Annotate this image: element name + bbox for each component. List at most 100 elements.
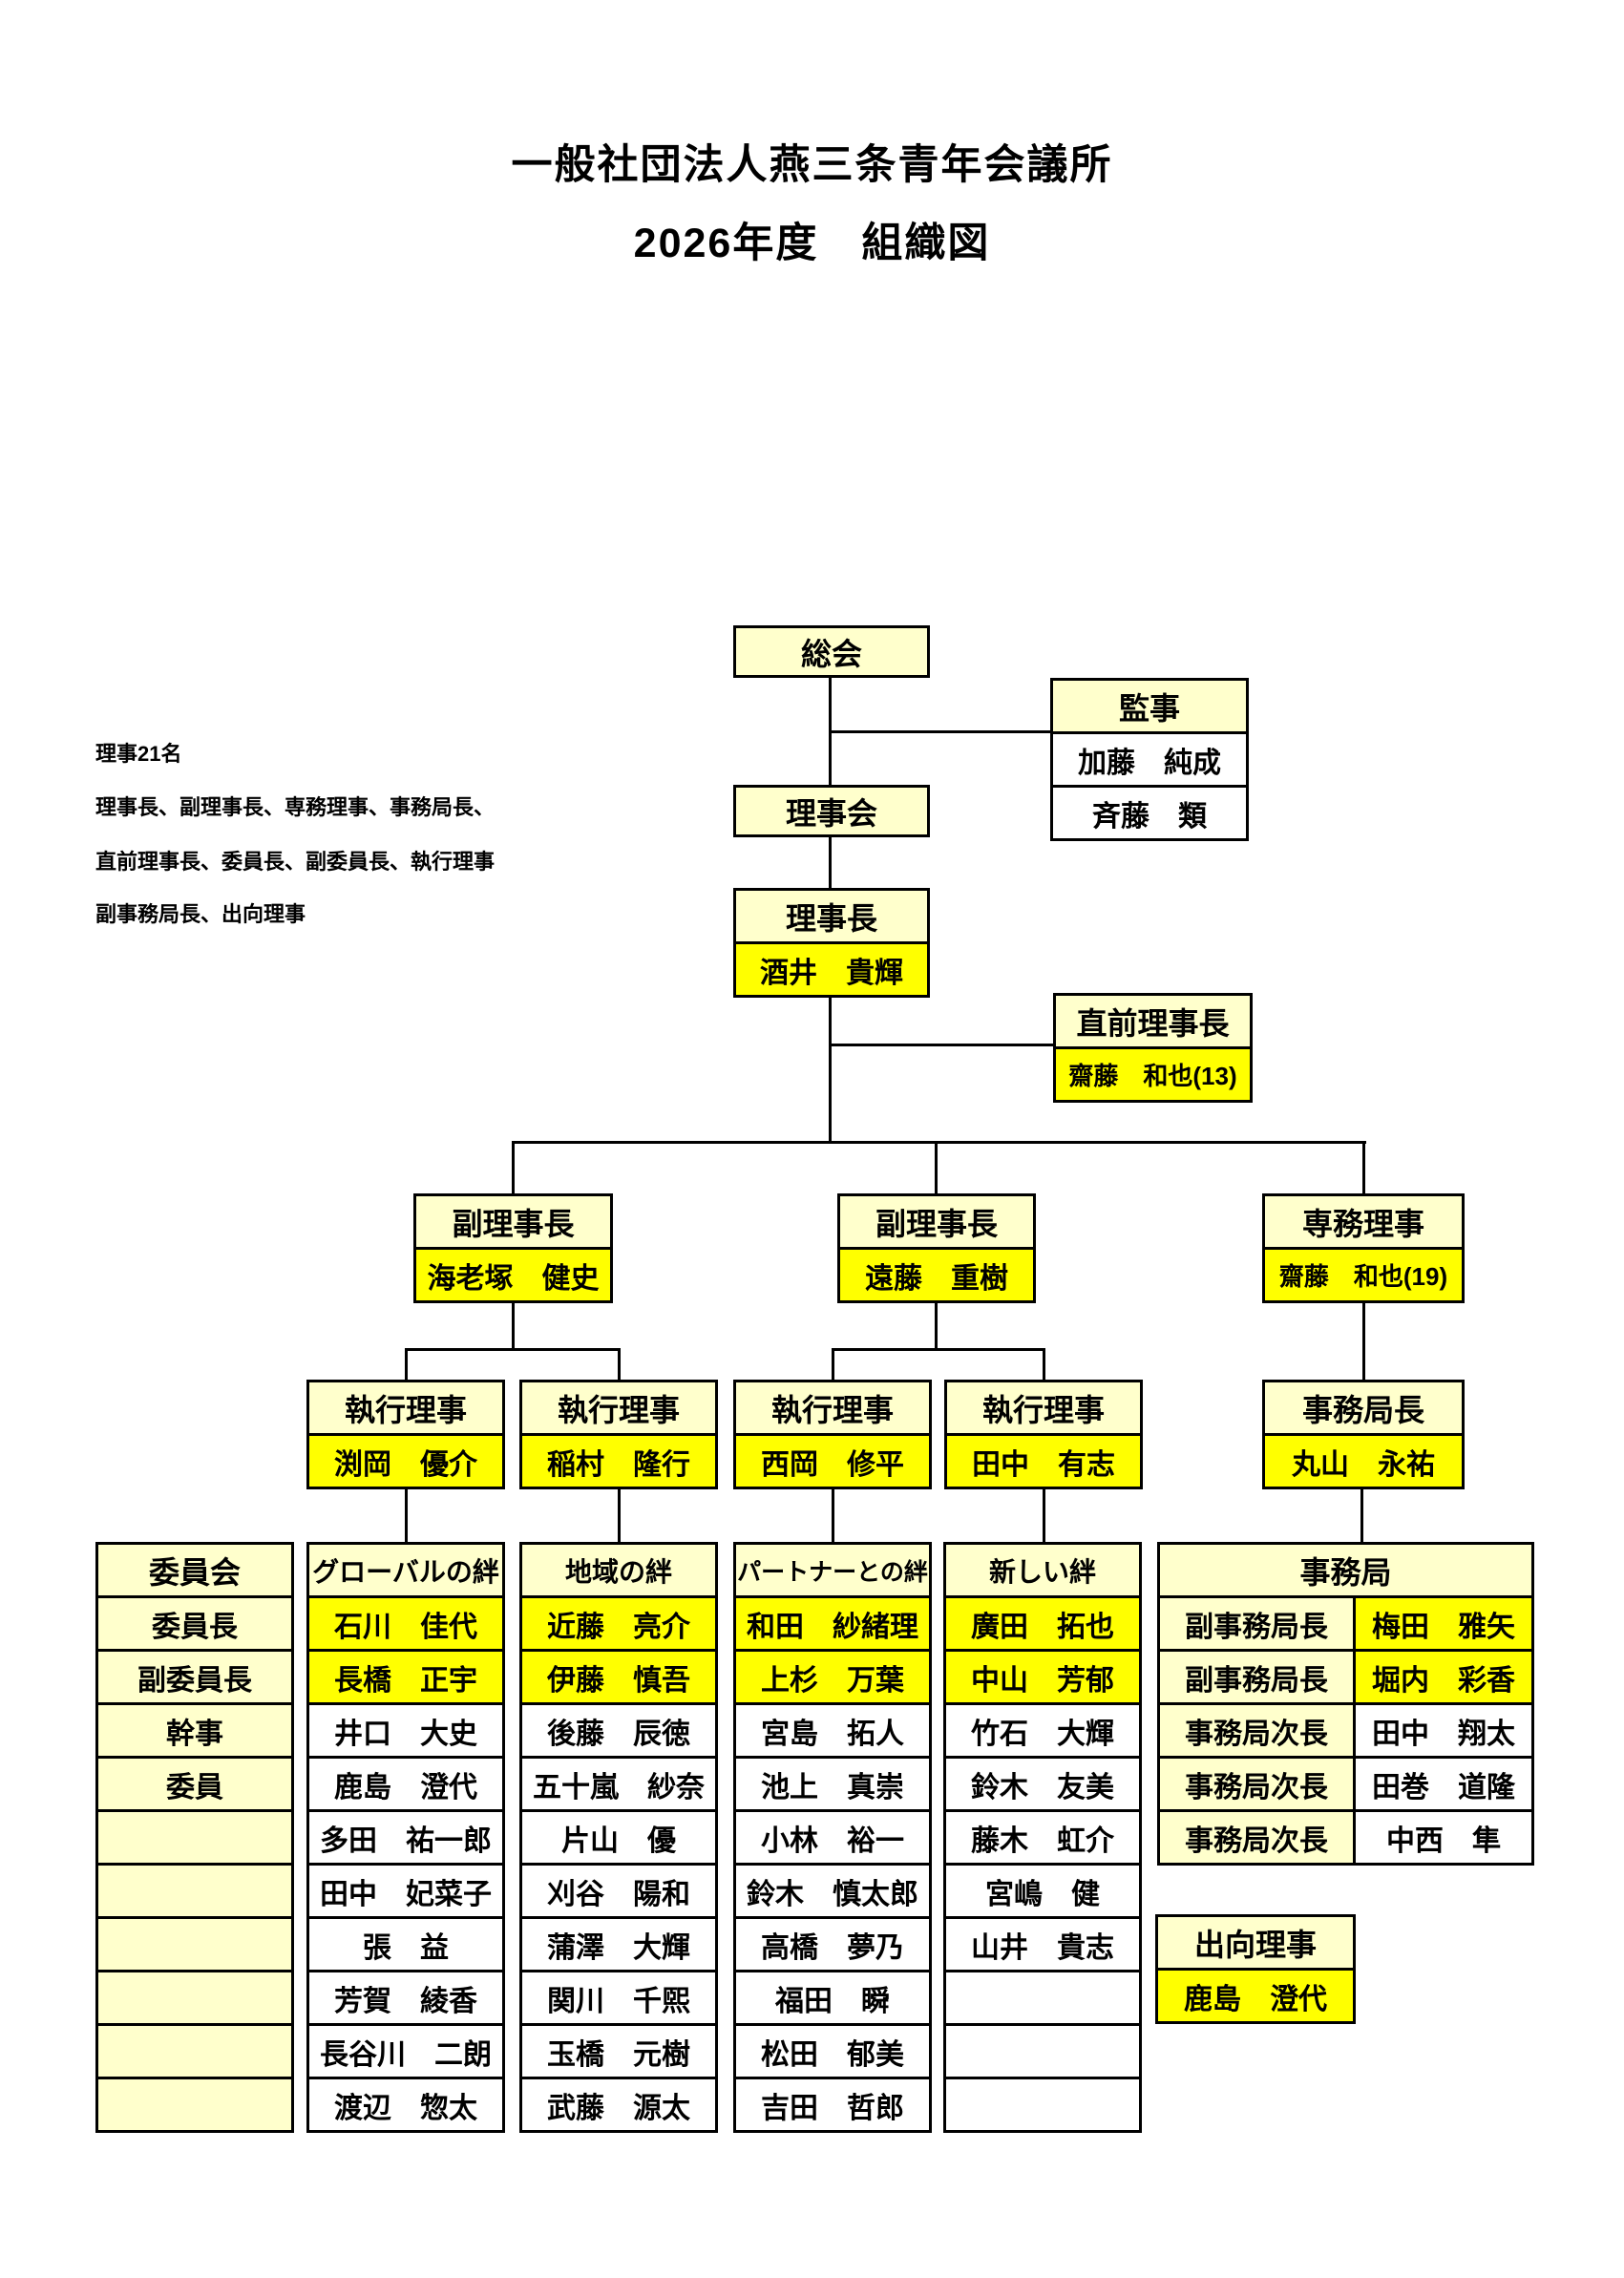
committee-member (946, 1970, 1139, 2023)
committee-member: 宮嶋 健 (946, 1863, 1139, 1916)
exec-name: 稲村 隆行 (522, 1433, 715, 1487)
committee-member: 刈谷 陽和 (522, 1863, 715, 1916)
secretariat-row: 副事務局長 梅田 雅矢 (1160, 1595, 1531, 1649)
committee-member: 関川 千煕 (522, 1970, 715, 2023)
split-line-2 (832, 1348, 1045, 1351)
seconded-director-title: 出向理事 (1158, 1917, 1353, 1968)
stub-fuku1 (512, 1141, 515, 1196)
secretariat-role: 事務局次長 (1160, 1759, 1356, 1809)
committee-member: 井口 大史 (309, 1702, 502, 1756)
secretariat-role: 事務局次長 (1160, 1705, 1356, 1756)
box-exec-2: 執行理事 稲村 隆行 (519, 1380, 718, 1489)
vice-chairman-title: 副理事長 (416, 1196, 610, 1247)
secretariat-name: 田中 翔太 (1356, 1705, 1531, 1756)
exec-title: 執行理事 (522, 1382, 715, 1433)
box-immediate-past-chairman: 直前理事長 齋藤 和也(13) (1053, 993, 1253, 1103)
committee-member (946, 2077, 1139, 2130)
box-auditors: 監事 加藤 純成 斉藤 類 (1050, 678, 1249, 841)
secretariat-row: 事務局次長 中西 隼 (1160, 1809, 1531, 1863)
stub-committee3 (832, 1485, 834, 1544)
stub-exec4 (1043, 1348, 1045, 1382)
split-line-1 (405, 1348, 621, 1351)
row-label: 委員長 (98, 1595, 291, 1649)
committee-member: 小林 裕一 (736, 1809, 929, 1863)
committee-title: 地域の絆 (522, 1545, 715, 1595)
committee-member: 長谷川 二朗 (309, 2023, 502, 2077)
secretary-general-title: 事務局長 (1265, 1382, 1462, 1433)
row-label-header: 委員会 (98, 1545, 291, 1595)
committee-member: 鹿島 澄代 (309, 1756, 502, 1809)
box-executive-director: 専務理事 齋藤 和也(19) (1262, 1193, 1465, 1303)
committee-member: 廣田 拓也 (946, 1595, 1139, 1649)
committee-member: 藤木 虹介 (946, 1809, 1139, 1863)
stub-exec3 (832, 1348, 834, 1382)
committee-title: パートナーとの絆 (736, 1545, 929, 1595)
row-label (98, 1863, 291, 1916)
committee-member: 中山 芳郁 (946, 1649, 1139, 1702)
committee-member: 長橋 正宇 (309, 1649, 502, 1702)
committee-member: 蒲澤 大輝 (522, 1916, 715, 1970)
committee-column-atarashii: 新しい絆 廣田 拓也 中山 芳郁 竹石 大輝 鈴木 友美 藤木 虹介 宮嶋 健 … (943, 1542, 1142, 2133)
box-exec-4: 執行理事 田中 有志 (944, 1380, 1143, 1489)
seconded-director-name: 鹿島 澄代 (1158, 1968, 1353, 2021)
committee-member: 武藤 源太 (522, 2077, 715, 2130)
vice-chairman-title: 副理事長 (840, 1196, 1033, 1247)
committee-member: 吉田 哲郎 (736, 2077, 929, 2130)
row-label (98, 1970, 291, 2023)
vice-chairman-name: 遠藤 重樹 (840, 1247, 1033, 1300)
row-label (98, 2077, 291, 2130)
exec-title: 執行理事 (309, 1382, 502, 1433)
row-label (98, 1809, 291, 1863)
exec-name: 田中 有志 (947, 1433, 1140, 1487)
committee-member: 近藤 亮介 (522, 1595, 715, 1649)
committee-column-partner: パートナーとの絆 和田 紗緒理 上杉 万葉 宮島 拓人 池上 真崇 小林 裕一 … (733, 1542, 932, 2133)
stub-fuku2 (935, 1141, 938, 1196)
secretariat-name: 田巻 道隆 (1356, 1759, 1531, 1809)
committee-member (946, 2023, 1139, 2077)
committee-member: 玉橋 元樹 (522, 2023, 715, 2077)
page-title: 一般社団法人燕三条青年会議所 (511, 142, 1113, 188)
committee-column-chiiki: 地域の絆 近藤 亮介 伊藤 慎吾 後藤 辰徳 五十嵐 紗奈 片山 優 刈谷 陽和… (519, 1542, 718, 2133)
row-label-column: 委員会 委員長 副委員長 幹事 委員 (95, 1542, 294, 2133)
connector-fuku1-split (512, 1295, 515, 1350)
committee-column-global: グローバルの絆 石川 佳代 長橋 正宇 井口 大史 鹿島 澄代 多田 祐一郎 田… (306, 1542, 505, 2133)
committee-member: 渡辺 惣太 (309, 2077, 502, 2130)
stub-exec1 (405, 1348, 408, 1382)
secretariat-row: 副事務局長 堀内 彩香 (1160, 1649, 1531, 1702)
box-vice-chairman-1: 副理事長 海老塚 健史 (413, 1193, 613, 1303)
committee-member: 福田 瞬 (736, 1970, 929, 2023)
ipc-name: 齋藤 和也(13) (1056, 1046, 1250, 1100)
connector-rijikai-rijicho (829, 835, 832, 891)
note-roles-line2: 直前理事長、委員長、副委員長、執行理事 (95, 850, 496, 874)
committee-title: 新しい絆 (946, 1545, 1139, 1595)
committee-member: 芳賀 綾香 (309, 1970, 502, 2023)
connector-to-chokuzen (829, 1044, 1056, 1046)
stub-committee4 (1043, 1485, 1045, 1544)
box-board-of-directors: 理事会 (733, 785, 930, 837)
committee-member: 松田 郁美 (736, 2023, 929, 2077)
vice-chairman-name: 海老塚 健史 (416, 1247, 610, 1300)
row-label: 委員 (98, 1756, 291, 1809)
note-roles-line1: 理事長、副理事長、専務理事、事務局長、 (95, 795, 496, 819)
committee-member: 田中 妃菜子 (309, 1863, 502, 1916)
secretariat-box: 事務局 副事務局長 梅田 雅矢 副事務局長 堀内 彩香 事務局次長 田中 翔太 … (1157, 1542, 1534, 1866)
box-exec-3: 執行理事 西岡 修平 (733, 1380, 932, 1489)
chairman-name: 酒井 貴輝 (736, 941, 927, 995)
committee-member: 上杉 万葉 (736, 1649, 929, 1702)
committee-member: 後藤 辰徳 (522, 1702, 715, 1756)
committee-member: 池上 真崇 (736, 1756, 929, 1809)
committee-member: 鈴木 慎太郎 (736, 1863, 929, 1916)
secretariat-name: 梅田 雅矢 (1356, 1598, 1531, 1649)
committee-member: 伊藤 慎吾 (522, 1649, 715, 1702)
committee-member: 片山 優 (522, 1809, 715, 1863)
stub-exec2 (618, 1348, 621, 1382)
auditor-name: 加藤 純成 (1053, 731, 1246, 785)
box-seconded-director: 出向理事 鹿島 澄代 (1155, 1914, 1356, 2024)
box-vice-chairman-2: 副理事長 遠藤 重樹 (837, 1193, 1036, 1303)
exec-title: 執行理事 (947, 1382, 1140, 1433)
exec-name: 西岡 修平 (736, 1433, 929, 1487)
secretary-general-name: 丸山 永祐 (1265, 1433, 1462, 1487)
row-label: 幹事 (98, 1702, 291, 1756)
secretariat-row: 事務局次長 田中 翔太 (1160, 1702, 1531, 1756)
